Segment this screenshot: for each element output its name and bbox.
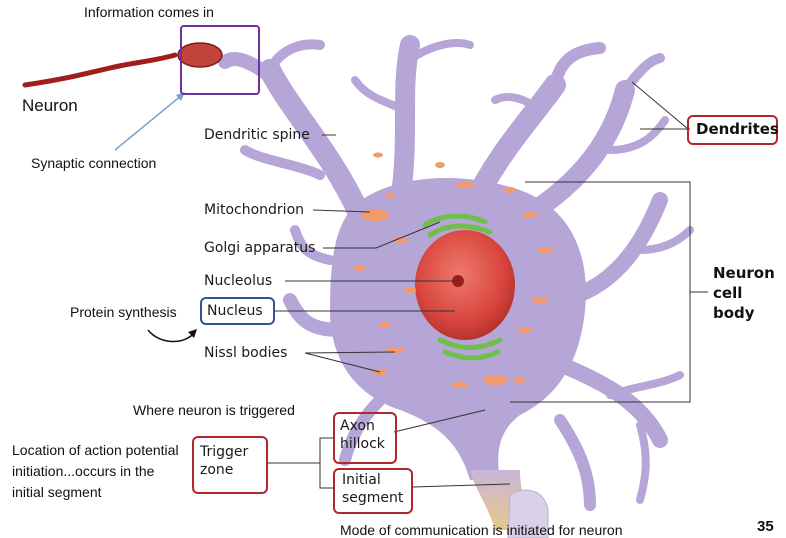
initial-segment-box (333, 468, 413, 514)
dendritic-spine-label: Dendritic spine (204, 127, 310, 143)
incoming-axon (22, 52, 178, 88)
trigger-zone-box (192, 436, 268, 494)
axon-hillock-box (333, 412, 397, 464)
golgi-shape (422, 213, 503, 361)
nissl-bodies-label: Nissl bodies (204, 345, 288, 361)
initial-segment-label-1: Initial (342, 472, 381, 488)
curved-arrow (147, 329, 196, 343)
where-triggered-text: Where neuron is triggered (133, 402, 295, 418)
mode-of-communication-text: Mode of communication is initiated for n… (340, 522, 623, 538)
axon-hillock-label-1: Axon (340, 418, 375, 434)
organelles (354, 152, 553, 388)
synaptic-connection-text: Synaptic connection (31, 155, 157, 171)
dendrites-box (687, 115, 778, 145)
nucleus-box (200, 297, 275, 325)
leader-lines (268, 81, 708, 489)
cell-body-label-1: Neuron (713, 264, 775, 282)
nucleolus-label: Nucleolus (204, 273, 273, 289)
trigger-zone-label-1: Trigger (200, 444, 249, 460)
axon-hillock-label-2: hillock (340, 436, 385, 452)
synaptic-terminal (177, 42, 223, 68)
synaptic-arrow (114, 92, 185, 151)
info-comes-in-text: Information comes in (84, 4, 214, 20)
cell-body-label-3: body (713, 304, 755, 322)
golgi-apparatus-label: Golgi apparatus (204, 240, 316, 256)
myelin-sheath (507, 489, 549, 538)
protein-synthesis-text: Protein synthesis (70, 304, 177, 320)
initial-segment-label-2: segment (342, 490, 404, 506)
slide-number: 35 (757, 518, 774, 535)
cell-body-label-2: cell (713, 284, 743, 302)
mitochondrion-label: Mitochondrion (204, 202, 305, 218)
dendrites-label: Dendrites (696, 120, 779, 138)
action-potential-text: Location of action potential initiation.… (12, 442, 179, 500)
nucleus-shape (415, 230, 515, 340)
synapse-highlight-box (180, 25, 260, 95)
nucleus-label: Nucleus (207, 303, 263, 319)
neuron-text: Neuron (22, 96, 78, 115)
trigger-zone-label-2: zone (200, 462, 234, 478)
